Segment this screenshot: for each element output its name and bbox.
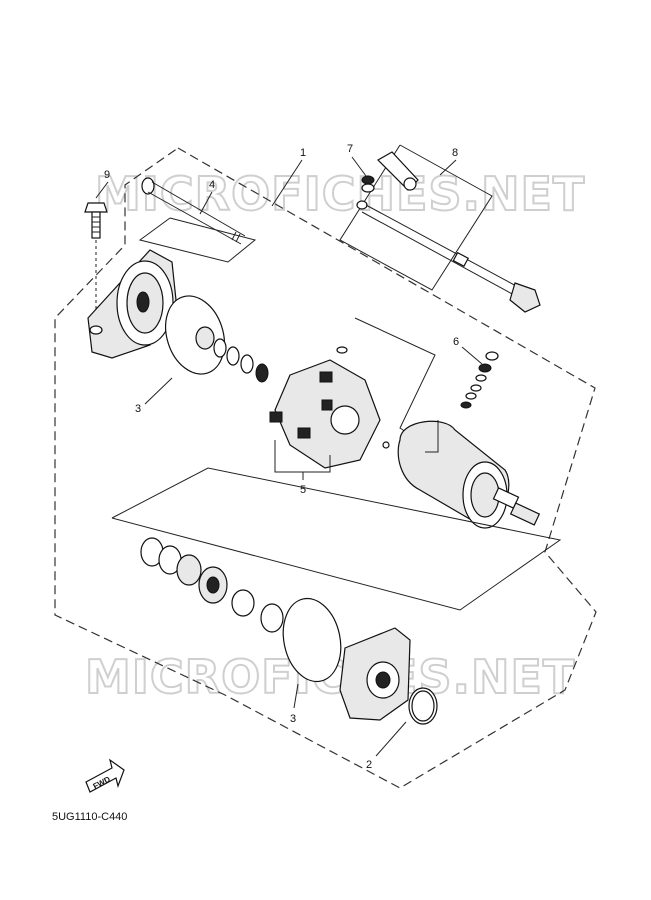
callout-8: 8: [452, 147, 458, 159]
o-ring-small: [336, 346, 348, 354]
callout-7: 7: [347, 143, 353, 155]
lead-wire-part-8: [356, 151, 541, 313]
washer-stack-upper: [195, 326, 269, 383]
leader-1: [271, 159, 303, 207]
leader-4: [199, 191, 213, 215]
callout-6: 6: [453, 336, 459, 348]
callout-1: 1: [300, 147, 306, 159]
nut-washer-stack-part-6: [460, 351, 499, 409]
nut-part-7: [361, 175, 375, 193]
watermark-top: MICROFICHES.NET: [95, 167, 585, 221]
leader-8: [439, 159, 457, 176]
bolt-part-9: [84, 202, 108, 325]
o-ring-part-2-inner: [411, 690, 435, 722]
callout-5: 5: [300, 484, 306, 496]
front-housing-part: [87, 249, 177, 359]
leader-3-upper: [144, 377, 173, 405]
leader-2: [375, 721, 407, 757]
leader-6: [461, 346, 483, 365]
o-ring-part-3-lower: [282, 597, 342, 683]
callout-3-upper: 3: [135, 403, 141, 415]
callout-3-lower: 3: [290, 713, 296, 725]
fwd-direction-icon: FWD: [85, 758, 125, 793]
callout-9: 9: [104, 169, 110, 181]
callout-2: 2: [366, 759, 372, 771]
leader-7: [351, 156, 367, 177]
brush-holder-part-5: [269, 359, 381, 469]
yoke-armature-part: [382, 420, 541, 529]
o-ring-part-3-upper: [165, 295, 225, 375]
leader-3-lower: [293, 683, 299, 709]
diagram-code: 5UG1110-C440: [52, 811, 127, 823]
rear-cover-part: [339, 627, 411, 721]
assembly-boundary: [54, 147, 597, 789]
washer-bearing-stack-lower: [140, 537, 284, 633]
leader-9: [95, 181, 109, 199]
through-bolt-part-4: [141, 177, 246, 245]
bolt-group-box-4: [138, 217, 257, 263]
lower-group-box: [111, 467, 562, 611]
callout-4: 4: [209, 179, 215, 191]
